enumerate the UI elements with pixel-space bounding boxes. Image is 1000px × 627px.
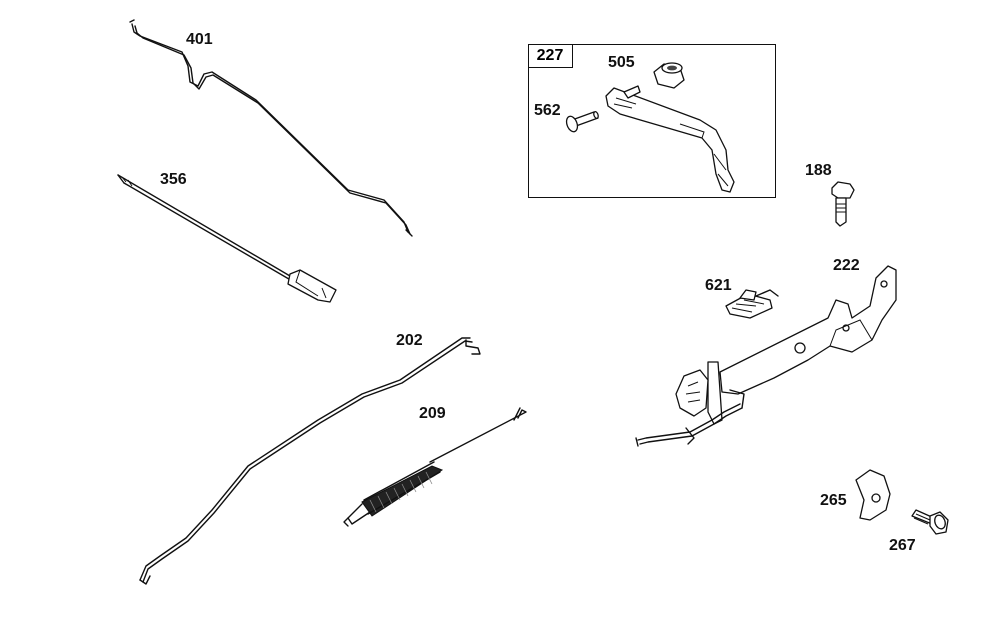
callout-202: 202 xyxy=(396,332,423,349)
pin-562 xyxy=(565,110,599,133)
spring-209 xyxy=(343,407,527,527)
callout-222: 222 xyxy=(833,257,860,274)
clip-621 xyxy=(725,289,779,319)
callout-209: 209 xyxy=(419,405,446,422)
callout-621: 621 xyxy=(705,277,732,294)
bracket-222 xyxy=(635,265,897,447)
callout-188: 188 xyxy=(805,162,832,179)
link-rod-401 xyxy=(129,19,413,237)
lever-227 xyxy=(605,85,735,193)
callout-562: 562 xyxy=(534,102,561,119)
callout-505: 505 xyxy=(608,54,635,71)
clamp-265 xyxy=(855,469,891,521)
callout-265: 265 xyxy=(820,492,847,509)
screw-267 xyxy=(911,509,949,535)
cable-356 xyxy=(117,174,337,303)
kit-227-label: 227 xyxy=(528,44,573,68)
callout-356: 356 xyxy=(160,171,187,188)
callout-401: 401 xyxy=(186,31,213,48)
callout-267: 267 xyxy=(889,537,916,554)
rod-202 xyxy=(139,337,481,585)
bushing-505 xyxy=(653,62,685,89)
bolt-188 xyxy=(831,181,855,227)
kit-227-box xyxy=(528,44,776,198)
